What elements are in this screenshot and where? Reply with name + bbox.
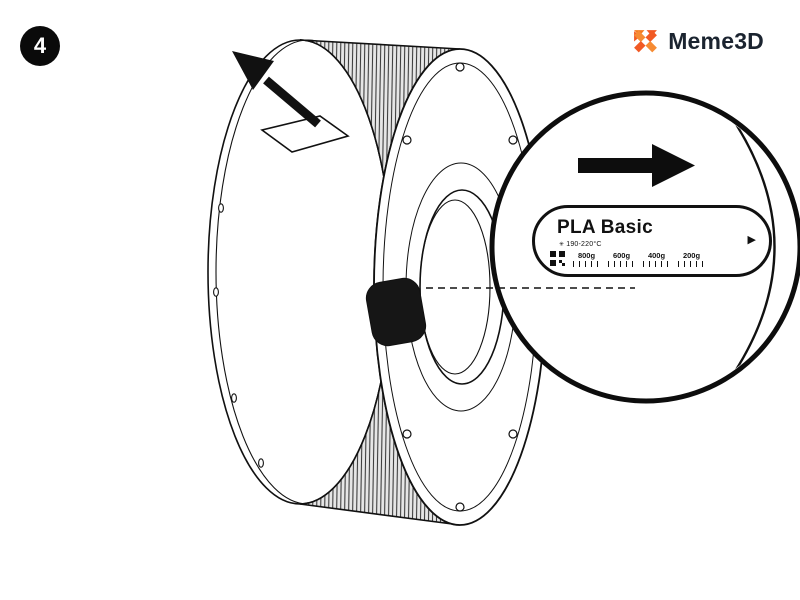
brand-name: Meme3D <box>668 28 764 54</box>
brand-x-icon <box>634 30 658 53</box>
weight-mark-400: 400g <box>643 251 670 267</box>
weight-mark-200: 200g <box>678 251 705 267</box>
ruler-ticks <box>678 261 705 267</box>
weight-scale: 800g 600g 400g 200g <box>550 247 757 267</box>
step-number-badge: 4 <box>20 26 60 66</box>
temperature-icon: ✳ <box>559 242 565 248</box>
spool-label: PLA Basic ✳190-220°C ▶ 800g 600g 400g <box>532 205 772 277</box>
filament-end-tab <box>260 115 350 153</box>
ruler-ticks <box>643 261 670 267</box>
label-title: PLA Basic <box>557 217 653 238</box>
feed-direction-arrow <box>578 144 695 187</box>
zoomed-flange-edge <box>732 120 776 374</box>
weight-mark-800: 800g <box>573 251 600 267</box>
brand-logo: Meme3D <box>632 28 764 55</box>
play-triangle-icon: ▶ <box>747 234 756 246</box>
step-number: 4 <box>33 33 47 58</box>
qr-code-icon <box>550 251 565 266</box>
unwind-direction-arrow <box>232 51 321 128</box>
ruler-ticks <box>573 261 600 267</box>
label-temperature: ✳190-220°C <box>559 241 602 248</box>
weight-mark-600: 600g <box>608 251 635 267</box>
ruler-ticks <box>608 261 635 267</box>
temperature-range: 190-220°C <box>566 241 602 248</box>
spool-hub-cap <box>365 277 427 347</box>
